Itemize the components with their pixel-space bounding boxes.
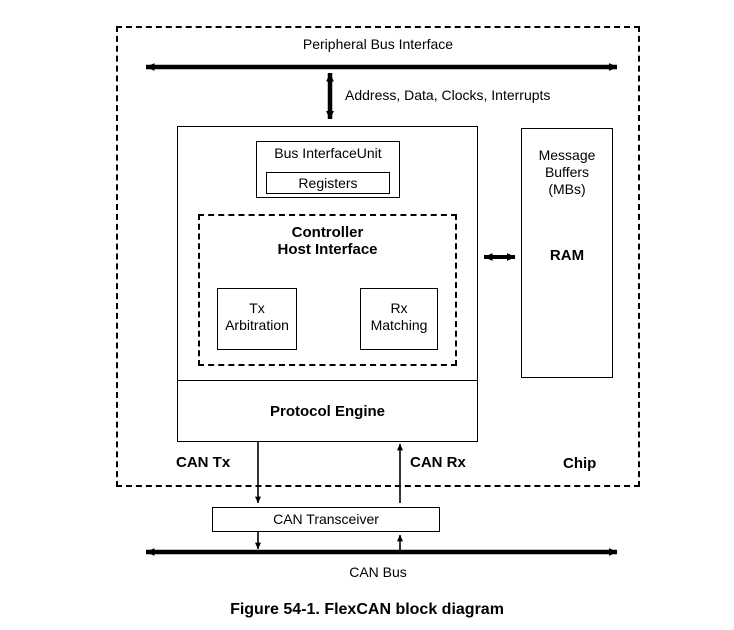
tx-arbitration-label-line2: Arbitration [225,317,289,333]
can-transceiver-box [212,507,440,532]
message-buffers-label-line3: (MBs) [548,181,586,197]
can-transceiver-label: CAN Transceiver [273,511,379,527]
protocol-engine-label: Protocol Engine [269,403,385,420]
ram-label: RAM [549,247,585,264]
bus-interface-unit-box [256,141,400,198]
chip-boundary [116,26,640,487]
message-buffers-label-line2: Buffers [544,164,590,180]
message-buffers-ram-box [521,128,613,378]
message-buffers-label-line1: Message [538,147,596,163]
registers-box [266,172,390,194]
bus-signals-label: Address, Data, Clocks, Interrupts [345,87,551,103]
bus-interface-unit-label: Bus InterfaceUnit [274,145,382,161]
chip-label: Chip [563,455,597,472]
can-rx-label: CAN Rx [410,454,466,471]
can-tx-label: CAN Tx [176,454,231,471]
tx-arbitration-box [217,288,297,350]
flexcan-module-box [177,126,478,442]
controller-host-interface-label-line1: Controller [291,224,364,241]
figure-caption: Figure 54-1. FlexCAN block diagram [230,601,504,618]
rx-matching-label-line1: Rx [390,300,408,316]
tx-arbitration-label-line1: Tx [249,300,265,316]
registers-label: Registers [298,175,358,191]
protocol-engine-divider [177,380,478,381]
controller-host-interface-box [198,214,457,366]
rx-matching-box [360,288,438,350]
can-bus-label: CAN Bus [349,564,407,580]
controller-host-interface-label-line2: Host Interface [277,241,378,258]
peripheral-bus-interface-label: Peripheral Bus Interface [302,36,454,52]
rx-matching-label-line2: Matching [370,317,428,333]
